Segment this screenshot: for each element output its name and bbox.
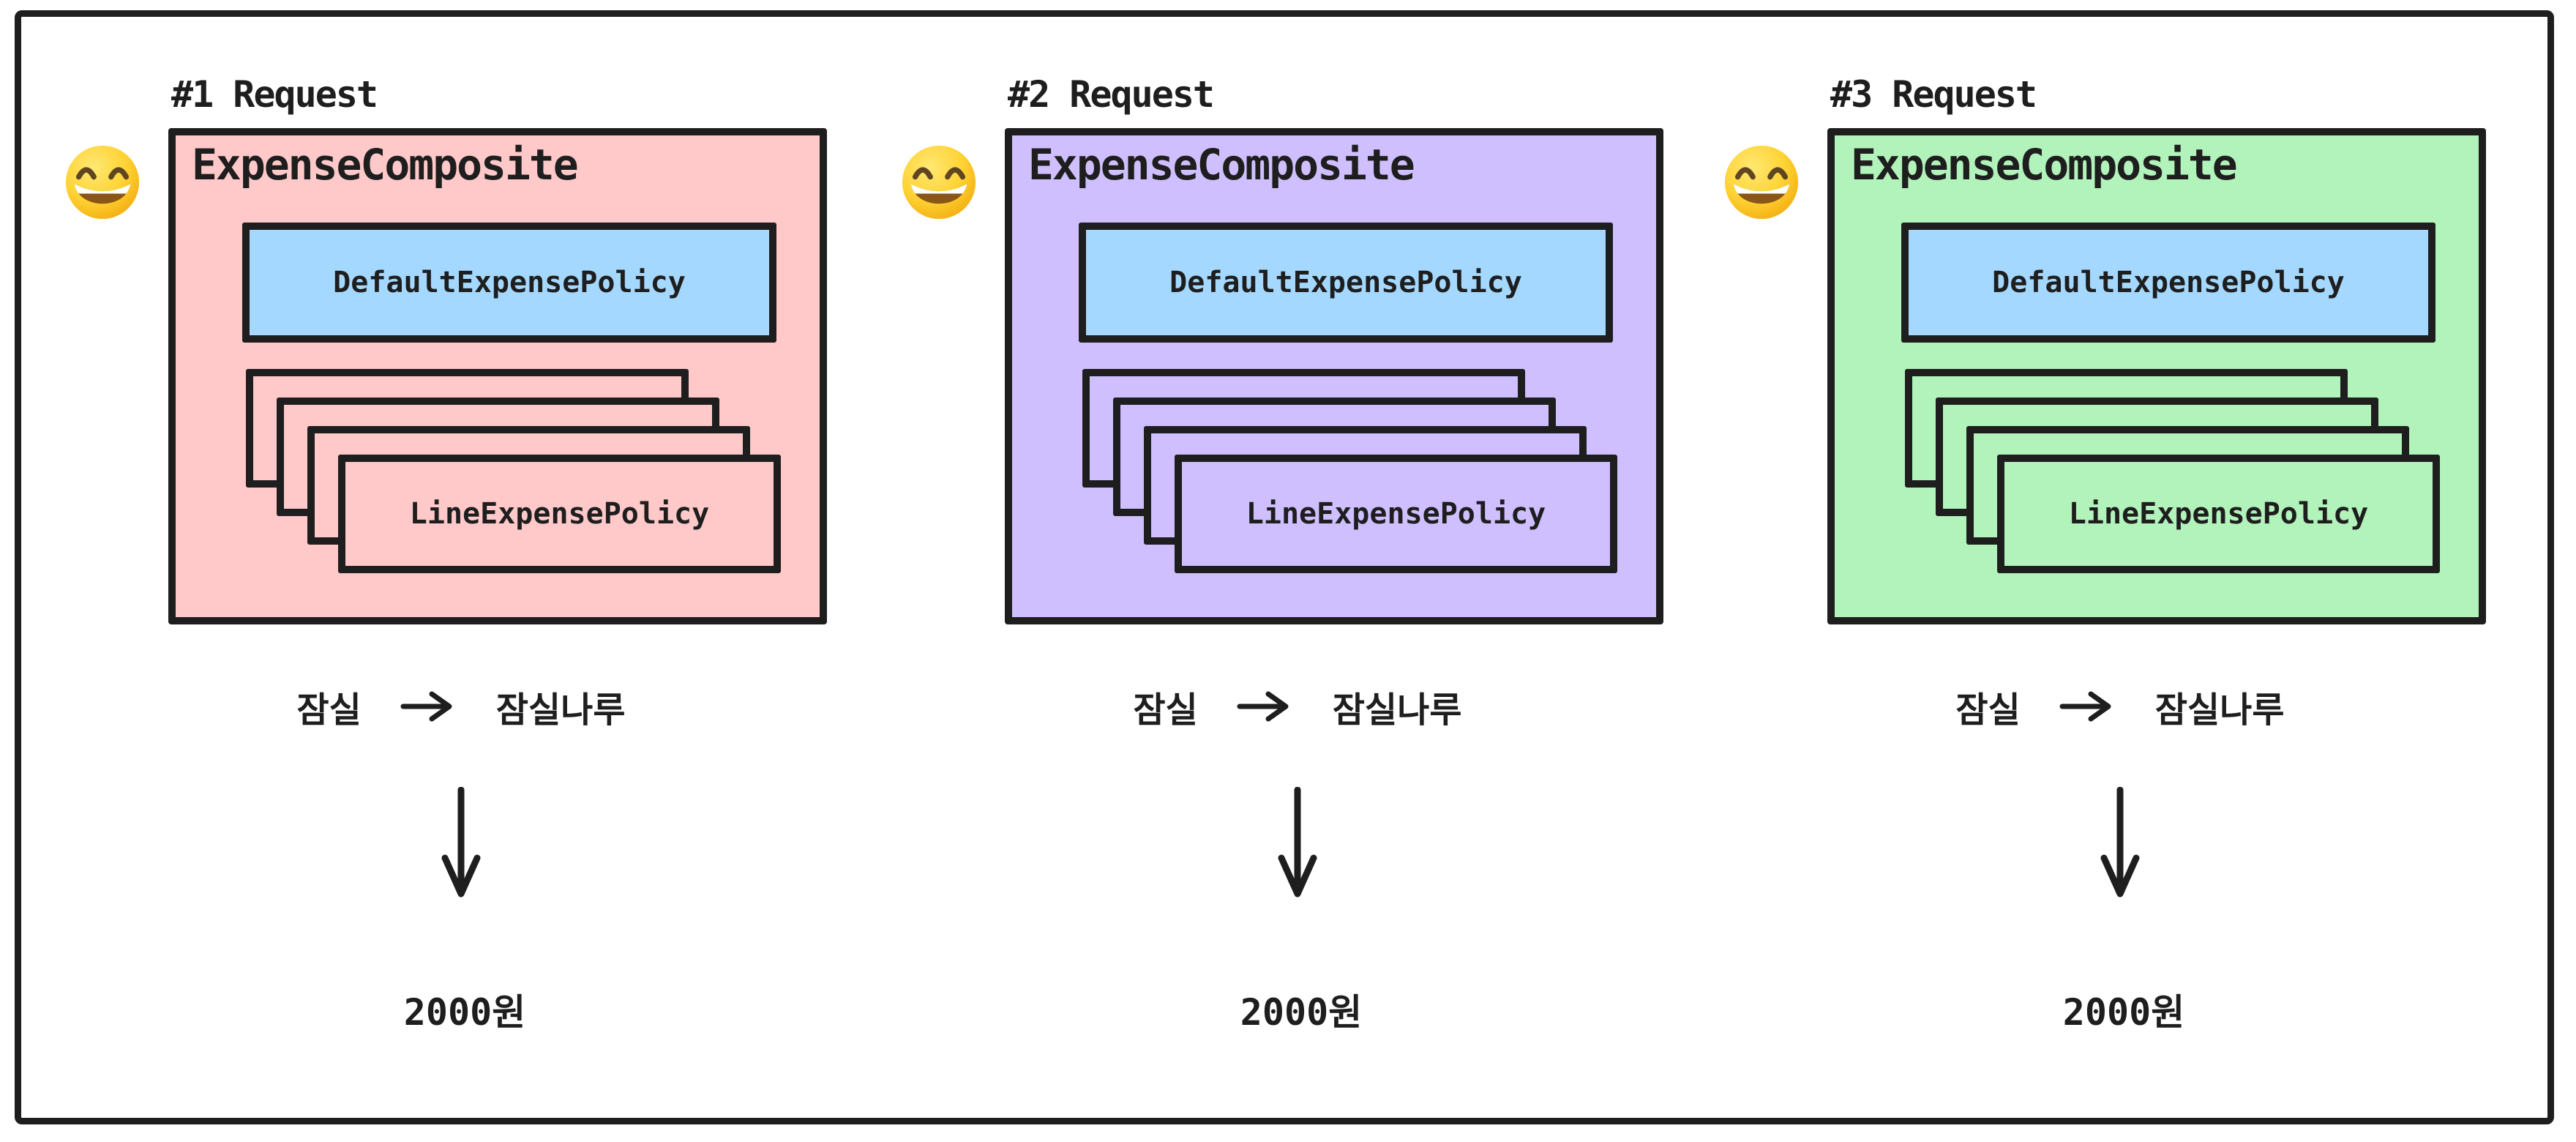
line-expense-policy-card-front: LineExpensePolicy: [1997, 455, 2440, 573]
expense-composite-box: ExpenseComposite DefaultExpensePolicy Li…: [168, 128, 827, 624]
panel-title: #2 Request: [1008, 73, 1215, 116]
default-expense-policy-box: DefaultExpensePolicy: [1079, 223, 1613, 343]
expense-composite-label: ExpenseComposite: [192, 140, 579, 190]
line-expense-policy-label: LineExpensePolicy: [409, 497, 710, 531]
grinning-face-icon: [902, 145, 976, 220]
route-from: 잠실: [1955, 690, 2021, 731]
default-expense-policy-label: DefaultExpensePolicy: [333, 266, 686, 299]
line-expense-policy-label: LineExpensePolicy: [1246, 497, 1546, 531]
default-expense-policy-box: DefaultExpensePolicy: [242, 223, 776, 343]
arrow-down-icon: [2100, 787, 2140, 897]
outer-frame: [15, 10, 2554, 1124]
grinning-face-icon: [1724, 145, 1799, 220]
default-expense-policy-box: DefaultExpensePolicy: [1901, 223, 2435, 343]
route-from: 잠실: [1133, 690, 1198, 731]
route-row: 잠실 잠실나루: [168, 670, 754, 743]
fare-amount: 2000원: [2062, 991, 2185, 1034]
fare-amount: 2000원: [1240, 991, 1363, 1034]
line-expense-policy-card-front: LineExpensePolicy: [338, 455, 781, 573]
request-panel-1: #1 Request ExpenseComposite DefaultExpen…: [65, 0, 827, 1142]
route-row: 잠실 잠실나루: [1005, 670, 1590, 743]
fare-amount: 2000원: [403, 991, 526, 1034]
line-expense-policy-stack: LineExpensePolicy: [1082, 369, 1624, 581]
arrow-right-icon: [400, 691, 452, 722]
request-panel-3: #3 Request ExpenseComposite DefaultExpen…: [1724, 0, 2486, 1142]
expense-composite-box: ExpenseComposite DefaultExpensePolicy Li…: [1827, 128, 2486, 624]
default-expense-policy-label: DefaultExpensePolicy: [1992, 266, 2345, 299]
arrow-right-icon: [2059, 691, 2111, 722]
arrow-down-icon: [441, 787, 481, 897]
panel-title: #3 Request: [1830, 73, 2037, 116]
route-from: 잠실: [296, 690, 362, 731]
line-expense-policy-stack: LineExpensePolicy: [1905, 369, 2446, 581]
line-expense-policy-card-front: LineExpensePolicy: [1175, 455, 1617, 573]
route-row: 잠실 잠실나루: [1827, 670, 2413, 743]
expense-composite-label: ExpenseComposite: [1028, 140, 1415, 190]
arrow-down-icon: [1278, 787, 1317, 897]
line-expense-policy-stack: LineExpensePolicy: [246, 369, 787, 581]
route-to: 잠실나루: [2154, 690, 2285, 731]
panel-title: #1 Request: [171, 73, 378, 116]
expense-composite-label: ExpenseComposite: [1851, 140, 2238, 190]
route-to: 잠실나루: [1332, 690, 1462, 731]
grinning-face-icon: [65, 145, 140, 220]
default-expense-policy-label: DefaultExpensePolicy: [1169, 266, 1522, 299]
line-expense-policy-label: LineExpensePolicy: [2068, 497, 2369, 531]
expense-composite-box: ExpenseComposite DefaultExpensePolicy Li…: [1005, 128, 1663, 624]
route-to: 잠실나루: [495, 690, 626, 731]
request-panel-2: #2 Request ExpenseComposite DefaultExpen…: [902, 0, 1663, 1142]
arrow-right-icon: [1237, 691, 1289, 722]
